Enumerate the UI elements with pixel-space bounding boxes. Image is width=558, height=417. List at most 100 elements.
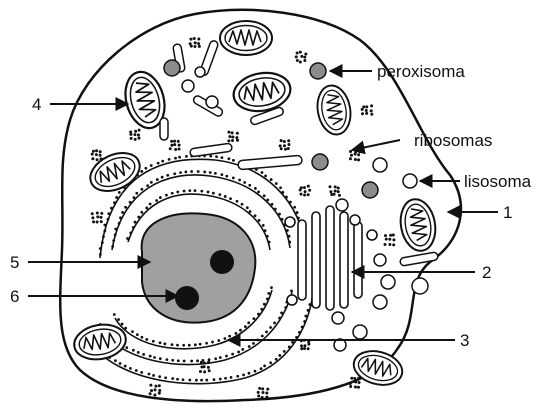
er-ribosome-dot [119,362,122,365]
free-ribosome-dot [258,387,261,390]
free-ribosome-dot [261,391,264,394]
er-ribosome-dot [298,331,301,334]
free-ribosome-dot [92,150,95,153]
er-ribosome-dot [215,155,218,158]
free-ribosome-dot [300,347,303,350]
er-ribosome-dot [284,306,287,309]
er-ribosome-dot [230,376,233,379]
free-ribosome-dot [308,189,311,192]
er-ribosome-dot [205,379,208,382]
er-ribosome-dot [129,231,132,234]
nucleolus-lower [175,286,199,310]
er-ribosome-dot [183,360,186,363]
free-ribosome-dot [95,153,98,156]
free-ribosome-dot [257,395,260,398]
er-ribosome-dot [146,184,149,187]
free-ribosome-dot [190,45,193,48]
er-ribosome-dot [124,327,127,330]
free-ribosome-dot [261,387,264,390]
er-ribosome-dot [140,188,143,191]
er-ribosome-dot [112,239,115,242]
er-ribosome-dot [152,374,155,377]
er-ribosome-dot [200,379,203,382]
free-ribosome-dot [228,135,231,138]
er-ribosome-dot [114,228,117,231]
er-ribosome-dot [203,170,206,173]
free-ribosome-dot [235,136,238,139]
er-ribosome-dot [188,379,191,382]
free-ribosome-dot [392,238,395,241]
er-ribosome-dot [207,191,210,194]
er-ribosome-dot [301,326,304,329]
er-ribosome-dot [288,235,291,238]
er-ribosome-dot [309,303,312,306]
er-ribosome-dot [161,176,164,179]
er-ribosome-dot [225,175,228,178]
er-ribosome-dot [157,162,160,165]
er-ribosome-dot [135,369,138,372]
free-ribosome-dot [388,243,391,246]
er-ribosome-dot [159,196,162,199]
free-ribosome-dot [349,382,352,385]
er-ribosome-dot [268,241,271,244]
free-ribosome-dot [197,38,200,41]
free-ribosome-dot [365,109,368,112]
free-ribosome-dot [299,51,302,54]
er-ribosome-dot [220,173,223,176]
er-ribosome-dot [125,346,128,349]
free-ribosome-dot [137,134,140,137]
er-ribosome-dot [199,343,202,346]
free-ribosome-dot [307,347,310,350]
free-ribosome-dot [370,113,373,116]
free-ribosome-dot [189,38,192,41]
free-ribosome-dot [154,388,157,391]
er-ribosome-dot [258,219,261,222]
er-ribosome-dot [257,313,260,316]
free-ribosome-dot [91,157,94,160]
label-4: 4 [32,95,41,114]
er-ribosome-dot [263,303,266,306]
free-ribosome-dot [203,362,206,365]
er-ribosome-dot [149,355,152,358]
free-ribosome-dot [197,42,200,45]
free-ribosome-dot [357,386,360,389]
label-5: 5 [10,253,19,272]
free-ribosome-dot [265,392,268,395]
er-ribosome-dot [229,197,232,200]
er-ribosome-dot [211,341,214,344]
er-ribosome-dot [171,359,174,362]
er-ribosome-dot [228,335,231,338]
er-ribosome-dot [225,355,228,358]
free-ribosome-dot [303,344,306,347]
er-ribosome-dot [145,207,148,210]
free-ribosome-dot [154,385,157,388]
free-ribosome-dot [280,139,283,142]
free-ribosome-dot [299,193,302,196]
free-ribosome-dot [198,45,201,48]
er-ribosome-dot [117,318,120,321]
er-ribosome-dot [159,357,162,360]
er-ribosome-dot [304,315,307,318]
er-ribosome-dot [185,155,188,158]
free-ribosome-dot [304,52,307,55]
er-ribosome-dot [266,297,269,300]
free-ribosome-dot [303,193,306,196]
er-ribosome-dot [242,374,245,377]
free-ribosome-dot [349,150,352,153]
free-ribosome-dot [349,385,352,388]
free-ribosome-dot [138,129,141,132]
er-ribosome-dot [103,229,106,232]
er-ribosome-dot [150,181,153,184]
er-ribosome-dot [249,210,252,213]
er-ribosome-dot [281,218,284,221]
er-ribosome-dot [150,164,153,167]
free-ribosome-dot [361,112,364,115]
er-ribosome-dot [278,317,281,320]
free-ribosome-dot [199,370,202,373]
free-ribosome-dot [350,154,353,157]
free-ribosome-dot [207,366,210,369]
er-ribosome-dot [164,376,167,379]
er-ribosome-dot [174,157,177,160]
er-ribosome-dot [140,170,143,173]
